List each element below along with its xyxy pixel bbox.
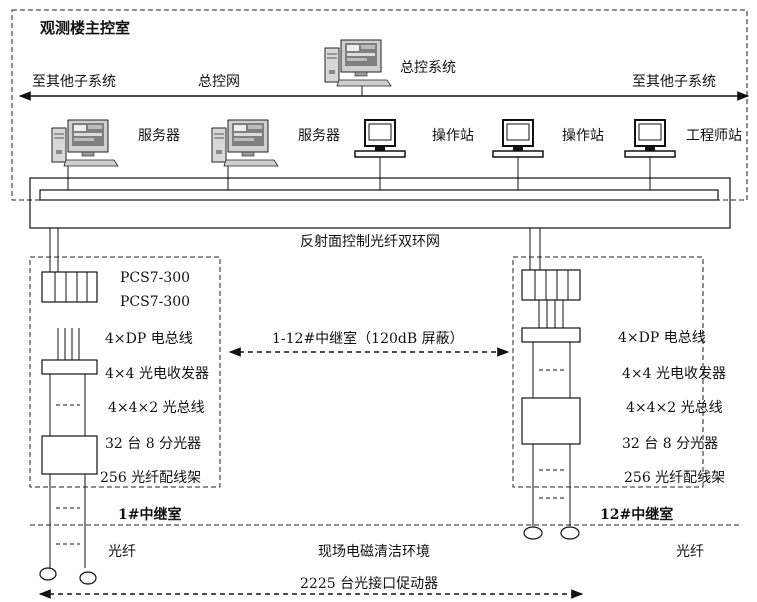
left-plc-label-2: PCS7-300: [120, 294, 191, 310]
left-plc-rack: [41, 271, 98, 303]
left-fiber-end-2: [79, 571, 97, 585]
master-control-computer-icon: [324, 39, 392, 87]
right-splitter: [521, 397, 581, 445]
actuators-label: 2225 台光接口促动器: [300, 576, 439, 592]
left-transceiver-label: 4×4 光电收发器: [105, 366, 209, 382]
right-frame-label: 256 光纤配线架: [624, 470, 726, 486]
right-splitter-label: 32 台 8 分光器: [622, 436, 719, 452]
right-relay-name: 12#中继室: [600, 507, 674, 523]
left-optical-bus-label: 4×4×2 光总线: [108, 400, 205, 416]
master-control-label: 总控系统: [400, 60, 456, 76]
engineer-station-icon: [624, 119, 676, 158]
station-label-server-2: 服务器: [298, 128, 340, 144]
right-transceiver: [521, 327, 581, 343]
server-1-icon: [51, 119, 119, 167]
right-plc-rack: [521, 269, 581, 301]
server-2-icon: [211, 119, 279, 167]
left-splitter-label: 32 台 8 分光器: [105, 436, 202, 452]
station-label-operator-2: 操作站: [562, 128, 604, 144]
top-center-net-label: 总控网: [198, 74, 240, 90]
relay-1-box: [29, 256, 221, 488]
left-transceiver: [41, 359, 98, 375]
ring-network-label: 反射面控制光纤双环网: [300, 234, 440, 250]
field-environment-label: 现场电磁清洁环境: [318, 544, 430, 560]
relay-12-box: [512, 256, 704, 488]
right-dp-bus-label: 4×DP 电总线: [618, 330, 706, 346]
right-optical-bus-label: 4×4×2 光总线: [626, 400, 723, 416]
station-label-server-1: 服务器: [138, 128, 180, 144]
right-fiber-end-2: [560, 526, 580, 540]
right-transceiver-label: 4×4 光电收发器: [622, 366, 726, 382]
right-fiber-label: 光纤: [676, 544, 704, 560]
left-dp-bus-label: 4×DP 电总线: [105, 331, 193, 347]
left-fiber-label: 光纤: [108, 544, 136, 560]
room-title: 观测楼主控室: [40, 19, 131, 37]
left-fiber-end-1: [39, 567, 57, 581]
top-right-arrow-label: 至其他子系统: [632, 74, 716, 90]
left-frame-label: 256 光纤配线架: [100, 470, 202, 486]
ring-network-inner: [39, 189, 719, 201]
left-relay-name: 1#中继室: [118, 507, 182, 523]
station-label-engineer: 工程师站: [686, 128, 742, 144]
relay-span-label: 1-12#中继室（120dB 屏蔽）: [272, 331, 464, 347]
station-label-operator-1: 操作站: [432, 128, 474, 144]
left-splitter: [41, 435, 98, 475]
top-left-arrow-label: 至其他子系统: [32, 74, 116, 90]
right-fiber-end-1: [523, 526, 543, 540]
left-plc-label-1: PCS7-300: [120, 270, 191, 286]
operator-station-2-icon: [492, 119, 544, 158]
operator-station-1-icon: [354, 119, 406, 158]
